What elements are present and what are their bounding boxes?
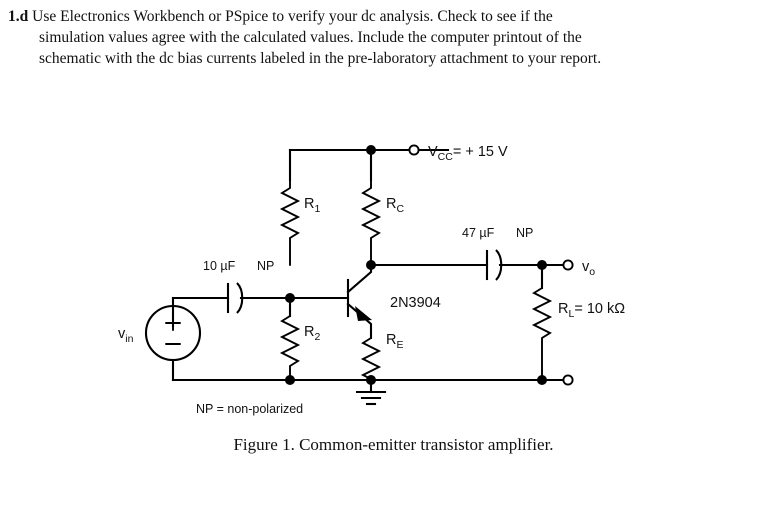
resistor-r2-letter: R: [304, 324, 314, 340]
output-terminal-group: vo: [537, 259, 595, 278]
resistor-re-subscript: E: [396, 339, 403, 351]
input-capacitor-group: 10 µF NP: [171, 259, 292, 314]
transistor-emitter-lead: [346, 302, 373, 340]
resistor-re-letter: R: [386, 332, 396, 348]
source-plus-sign: [165, 315, 181, 331]
circuit-schematic: VCC= + 15 V R1 RC: [0, 120, 769, 435]
output-cap-label: 47 µF: [462, 226, 495, 240]
transistor-group: 2N3904: [288, 263, 441, 340]
resistor-r1-body: [279, 179, 301, 266]
resistor-rc-subscript: C: [396, 203, 404, 215]
resistor-rl-subscript: L: [568, 308, 574, 320]
resistor-rl-label: RL= 10 kΩ: [558, 301, 625, 320]
ground-rail-group: [171, 374, 574, 386]
vcc-symbol: V: [428, 144, 438, 160]
resistor-re-label: RE: [386, 332, 404, 351]
input-cap-value: 10 µF: [203, 259, 236, 273]
problem-line-1: 1.d Use Electronics Workbench or PSpice …: [8, 6, 760, 27]
resistor-rc-letter: R: [386, 196, 396, 212]
resistor-r2-label: R2: [304, 324, 320, 343]
output-symbol: v: [582, 259, 590, 275]
resistor-rl-letter: R: [558, 301, 568, 317]
rl-bottom-node-dot: [537, 375, 547, 385]
resistor-rc-group: RC: [360, 179, 404, 266]
ground-symbol-group: [355, 378, 387, 406]
input-source-symbol: v: [118, 326, 126, 342]
vcc-node-dot: [366, 145, 376, 155]
vcc-rail-group: VCC= + 15 V: [288, 144, 508, 182]
problem-line-2: simulation values agree with the calcula…: [39, 29, 582, 46]
problem-statement: 1.d Use Electronics Workbench or PSpice …: [8, 6, 760, 69]
input-source-label: vin: [118, 326, 134, 345]
output-terminal[interactable]: [562, 259, 574, 271]
resistor-rl-value: = 10 kΩ: [574, 301, 625, 317]
resistor-rc-body: [360, 179, 382, 266]
problem-line-3: schematic with the dc bias currents labe…: [39, 50, 602, 67]
collector-node-group: [366, 260, 489, 270]
resistor-rc-label: RC: [386, 196, 404, 215]
output-cap-type: NP: [516, 226, 533, 240]
vcc-value: = + 15 V: [453, 144, 508, 160]
output-cap-value: 47 µF: [462, 226, 495, 240]
resistor-re-body: [360, 337, 382, 381]
resistor-r2-subscript: 2: [314, 331, 320, 343]
resistor-re-group: RE: [360, 332, 404, 381]
transistor-part-label: 2N3904: [390, 295, 441, 311]
output-label: vo: [582, 259, 595, 278]
problem-line-1-text: Use Electronics Workbench or PSpice to v…: [32, 8, 553, 25]
resistor-rl-group: RL= 10 kΩ: [531, 263, 625, 381]
input-source-group: vin: [118, 296, 202, 382]
resistor-r1-label: R1: [304, 196, 320, 215]
input-source-subscript: in: [125, 333, 133, 345]
resistor-r1-group: R1: [279, 179, 320, 266]
transistor-emitter-arrow: [355, 306, 372, 321]
output-return-terminal[interactable]: [562, 374, 574, 386]
np-note: NP = non-polarized: [196, 402, 303, 416]
input-cap-type: NP: [257, 259, 274, 273]
output-subscript: o: [589, 266, 595, 278]
vcc-subscript: CC: [438, 151, 454, 163]
resistor-r1-letter: R: [304, 196, 314, 212]
figure-caption: Figure 1. Common-emitter transistor ampl…: [0, 435, 769, 455]
resistor-r1-subscript: 1: [314, 203, 320, 215]
vcc-terminal[interactable]: [408, 144, 420, 156]
resistor-r2-body: [279, 315, 301, 381]
resistor-r2-group: R2: [279, 293, 320, 381]
problem-number: 1.d: [8, 8, 29, 25]
figure-caption-text: Figure 1. Common-emitter transistor ampl…: [233, 435, 554, 454]
output-capacitor-group: 47 µF NP: [462, 226, 544, 281]
r2-bottom-node-dot: [285, 375, 295, 385]
transistor-collector-lead: [346, 263, 373, 294]
input-cap-label: 10 µF: [203, 259, 236, 273]
resistor-rl-body: [531, 287, 553, 381]
vcc-label: VCC= + 15 V: [428, 144, 508, 163]
